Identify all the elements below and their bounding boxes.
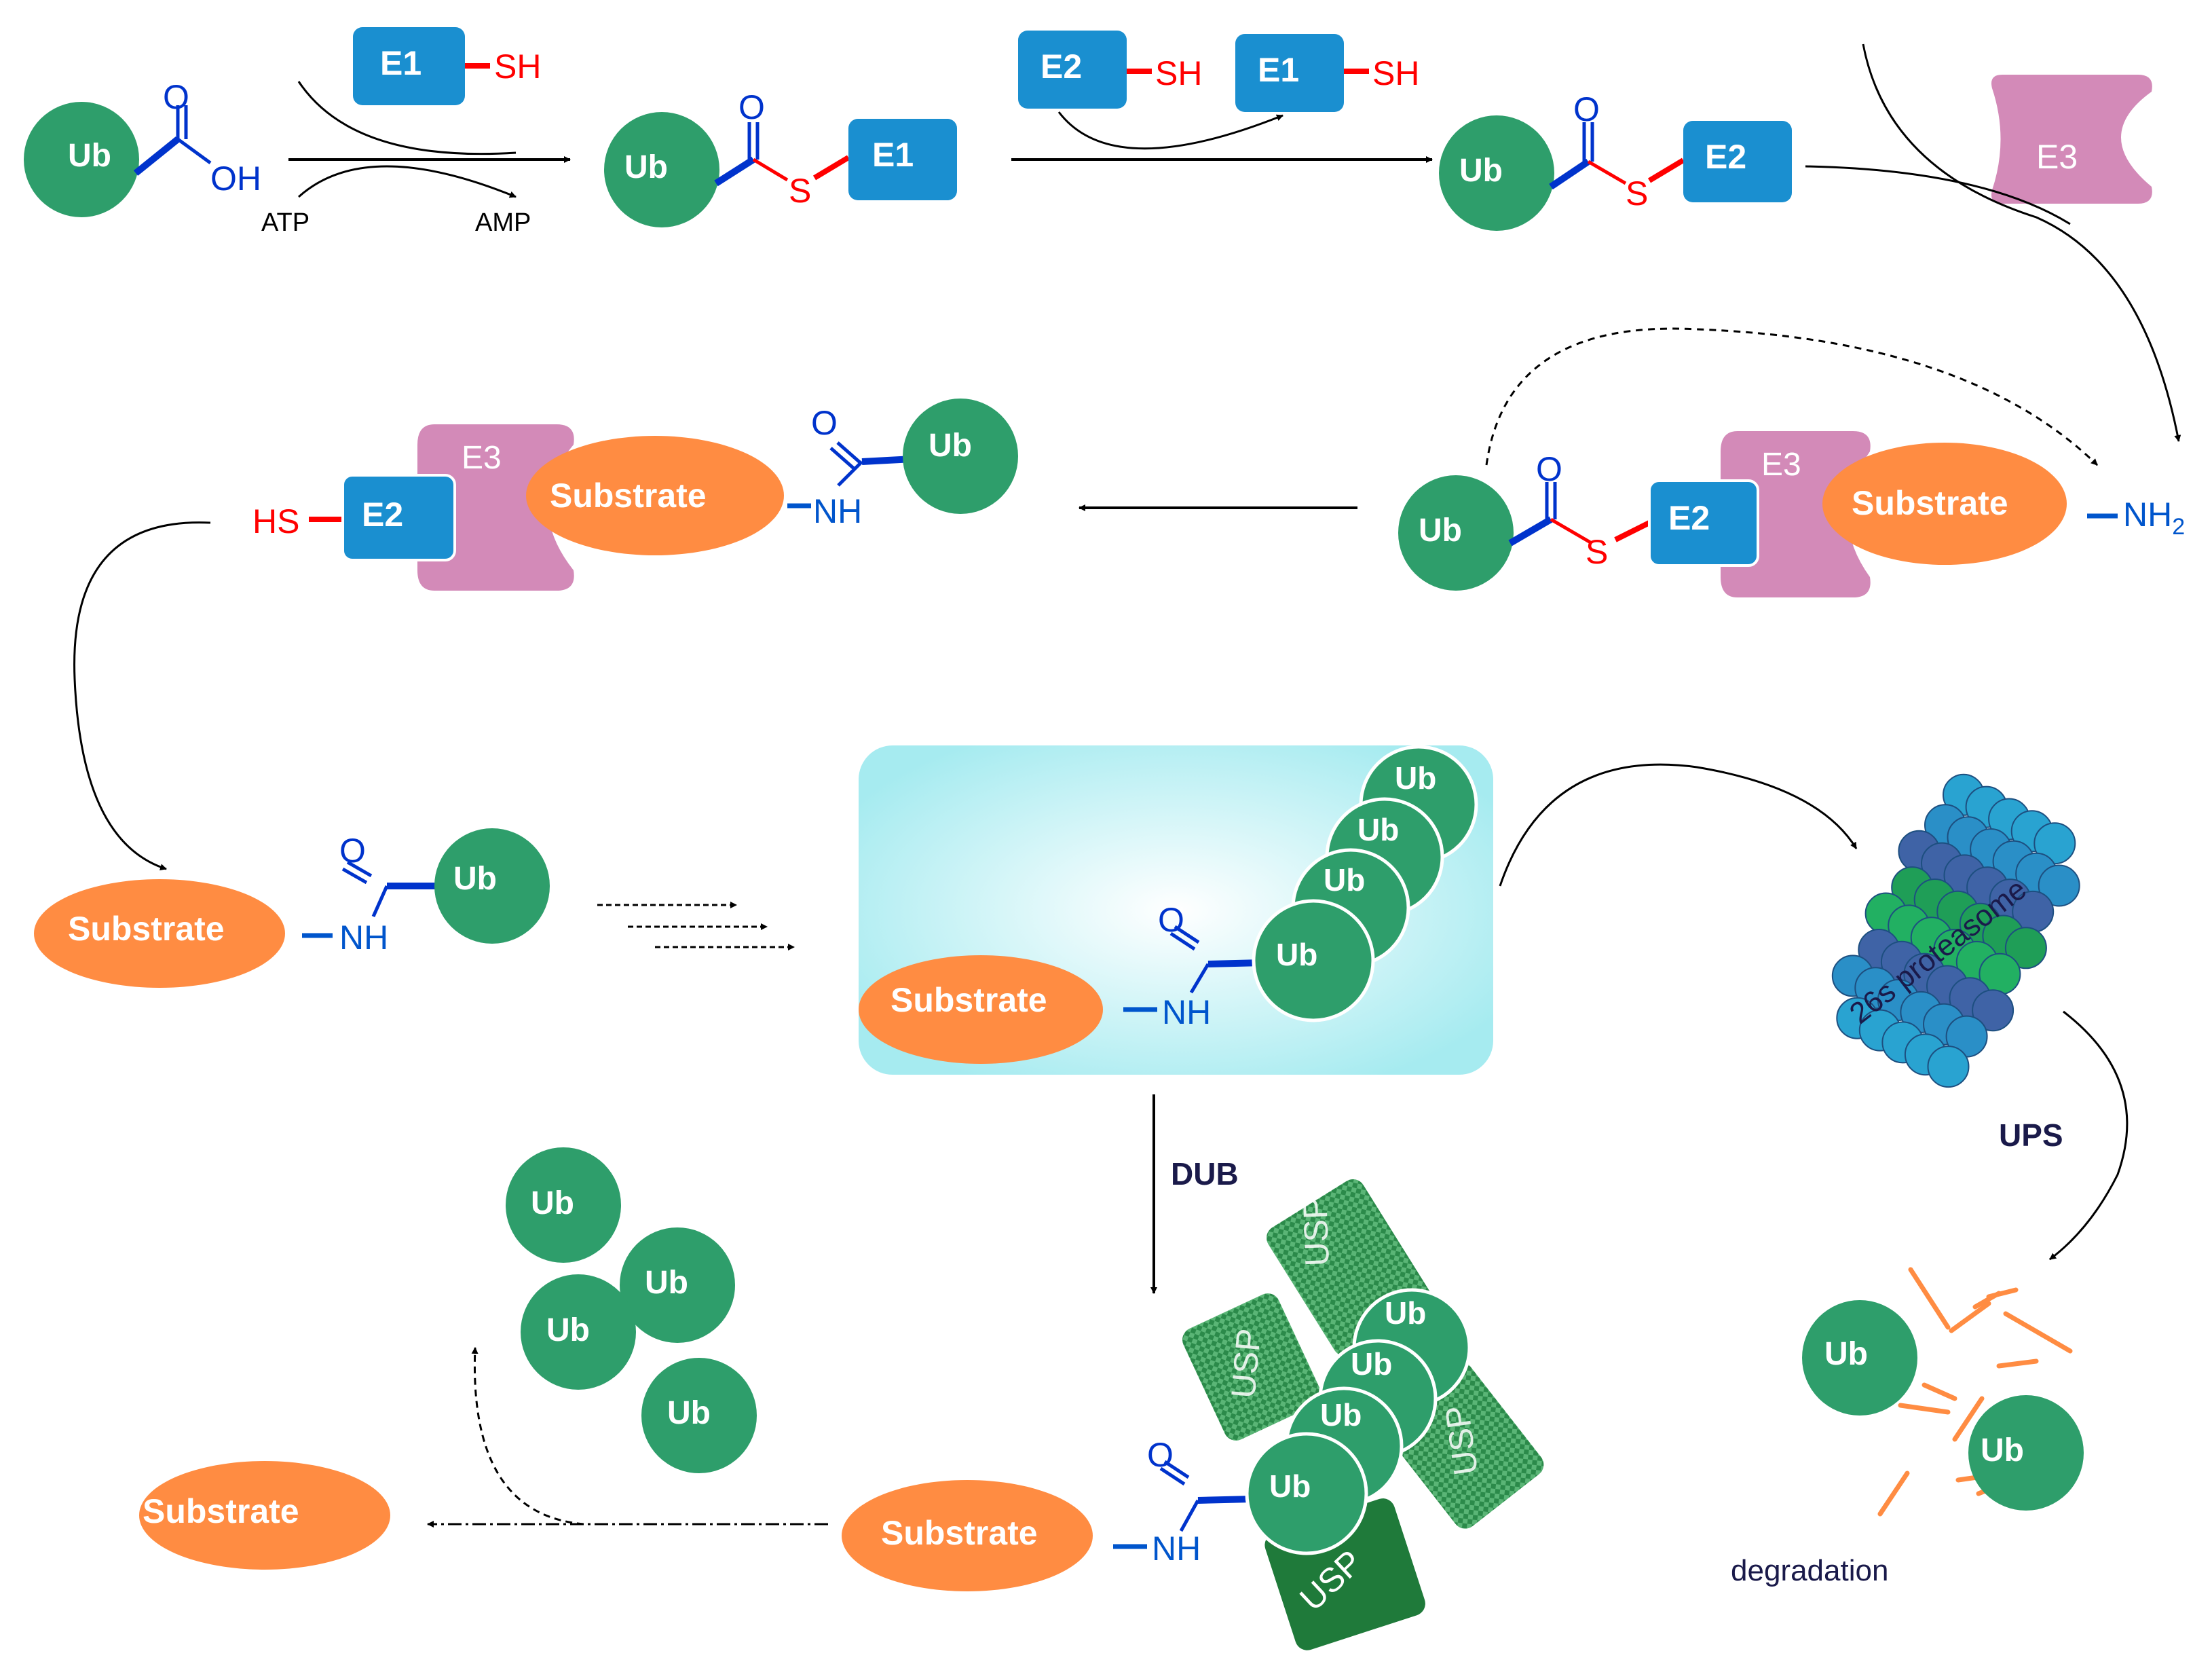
ub-label: Ub [1269,1468,1311,1504]
e3-label: E3 [2036,138,2078,176]
hydroxyl-oh: OH [210,160,261,198]
activation-arrow: ATP AMP [261,81,571,237]
ub-label: Ub [546,1312,590,1348]
substrate-label: Substrate [891,981,1047,1019]
substrate-label: Substrate [143,1492,299,1530]
carbonyl-o: O [738,88,765,126]
proteasome-subunit [2038,864,2080,907]
ub-label: Ub [1419,513,1462,549]
released-substrate: Substrate [139,1461,390,1570]
e3-join-arrow [1862,43,2181,442]
ub-label: Ub [1357,812,1399,847]
carbonyl-o: O [163,78,189,116]
monoubiquitinated-substrate: Substrate NH O Ub [34,828,550,988]
ub-label: Ub [1459,153,1503,189]
e2-label: E2 [1668,499,1710,537]
ub-label: Ub [531,1185,574,1221]
degradation-arrow [2049,1010,2129,1261]
chain-elongation-arrows [597,902,795,950]
carbonyl-o: O [1158,901,1184,939]
ub-label: Ub [1324,862,1365,898]
e1-label: E1 [380,44,421,82]
sulfur-s: S [1586,533,1608,571]
nh2-label: NH2 [2123,496,2185,540]
ub-label: Ub [1981,1432,2024,1468]
usp-dub-complex: USP USP USP USP Substrate NH O Ub Ub Ub … [842,1179,1544,1650]
sh-label: SH [1372,54,1419,92]
sulfur-s: S [789,172,811,210]
e3-label: E3 [462,440,502,476]
ub-label: Ub [1824,1336,1868,1372]
ub-e1-thioester: Ub O S E1 [604,88,957,227]
ub-label: Ub [68,138,111,174]
nh-label: NH [813,492,862,530]
nh-label: NH [339,919,388,957]
e1-sh-reagent: E1 SH [353,27,541,105]
sh-label: SH [1155,54,1202,92]
ub-label: Ub [624,149,668,185]
carbonyl-o: O [1147,1436,1174,1474]
e2-label: E2 [362,496,403,534]
release-arrow [73,521,211,871]
degradation-products: Ub Ub [1802,1267,2084,1517]
e3-label: E3 [1761,447,1801,483]
carbonyl-o: O [1573,90,1600,128]
e1-label: E1 [1258,51,1299,89]
usp-label: USP [1296,1196,1336,1268]
e2-join-arrow [1805,165,2071,225]
proteasome-subunit [2004,927,2047,969]
carbonyl-o: O [811,404,838,442]
ub-label: Ub [1351,1346,1392,1382]
nh-label: NH [1152,1530,1201,1568]
proteasome-subunit [1927,1046,1970,1088]
e2-label: E2 [1041,48,1082,86]
ups-label: UPS [1999,1117,2063,1153]
ub-label: Ub [453,861,497,897]
degradation-label: degradation [1731,1554,1888,1587]
ub-label: Ub [645,1265,688,1301]
26s-proteasome [1831,773,2080,1088]
proteasome-subunit [1972,989,2014,1032]
substrate-label: Substrate [68,910,225,948]
ub-label: Ub [1395,760,1436,796]
sulfur-s: S [1626,174,1648,212]
amp-label: AMP [475,208,531,237]
carbonyl-o: O [339,832,366,870]
to-proteasome-arrow [1499,763,1858,887]
ub-recycle-arrow [471,1347,584,1526]
carbonyl-o: O [1536,450,1562,488]
e2-label: E2 [1705,138,1746,176]
ub-e2-e3-substrate-complex: Ub O S E3 E2 Substrate NH2 [1398,327,2185,597]
ub-e2-thioester: Ub O S E2 [1439,90,1792,231]
usp-label: USP [1224,1327,1268,1400]
nh-label: NH [1162,993,1211,1031]
hs-label: HS [252,502,299,540]
ub-label: Ub [1276,937,1317,972]
sh-label: SH [494,48,541,86]
atp-label: ATP [261,208,310,237]
substrate-label: Substrate [881,1514,1038,1552]
substrate-label: Substrate [1852,484,2008,522]
ub-label: Ub [1320,1397,1362,1432]
ub-circle [24,102,139,217]
e2-e3-ubiquitinated-substrate: HS E3 E2 Substrate NH O Ub [252,399,1018,591]
e3-ligase-free: E3 [1991,75,2152,204]
ub-label: Ub [1385,1295,1426,1331]
dub-label: DUB [1171,1156,1239,1191]
ub-free-acid: Ub O OH [24,78,261,217]
ub-label: Ub [929,428,972,464]
ub-label: Ub [667,1395,711,1431]
polyubiquitinated-substrate-box: Substrate NH O Ub Ub Ub Ub [859,745,1493,1075]
substrate-label: Substrate [550,477,707,515]
e2-e1-exchange: E2 SH E1 SH [1018,31,1419,150]
e1-label: E1 [872,136,914,174]
free-ub-cluster: Ub Ub Ub Ub [506,1147,757,1473]
